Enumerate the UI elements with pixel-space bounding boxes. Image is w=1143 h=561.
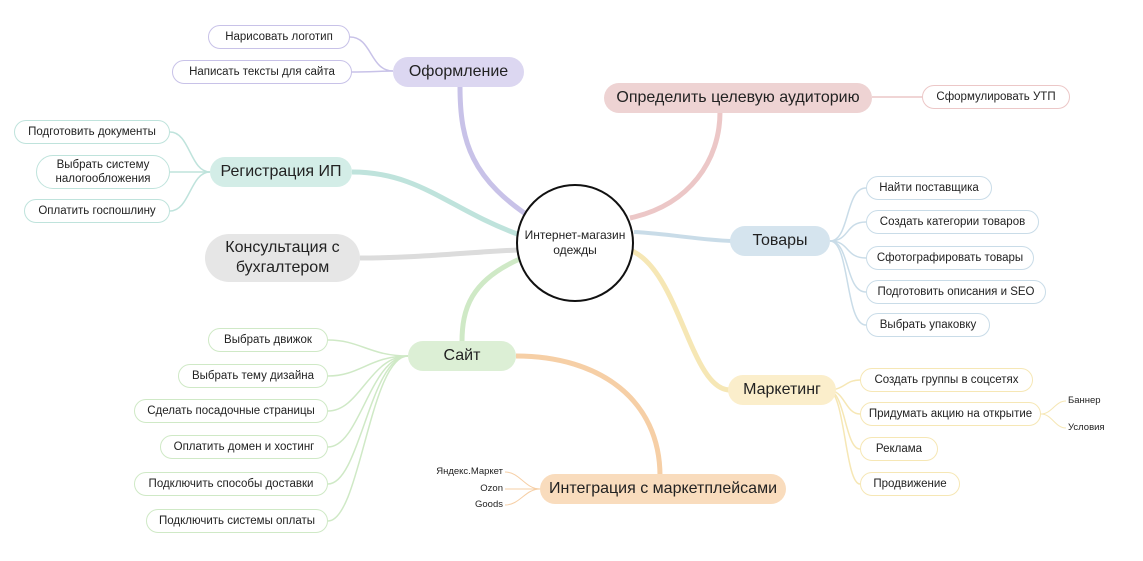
marketing-item-ads[interactable]: Реклама	[860, 437, 938, 461]
link-goods-1	[829, 187, 867, 242]
site-item-theme[interactable]: Выбрать тему дизайна	[178, 364, 328, 388]
link-marketplaces	[515, 353, 663, 477]
link-site	[459, 255, 523, 343]
leaf-label: Подключить системы оплаты	[158, 515, 316, 527]
branch-marketing-label: Маркетинг	[743, 381, 821, 398]
link-site-5	[327, 355, 409, 485]
leaf-label: Сделать посадочные страницы	[147, 405, 315, 417]
marketplace-yandex[interactable]: Яндекс.Маркет	[436, 466, 503, 477]
site-item-hosting[interactable]: Оплатить домен и хостинг	[160, 435, 328, 459]
site-item-landing[interactable]: Сделать посадочные страницы	[134, 399, 328, 423]
branch-goods-label: Товары	[752, 232, 808, 249]
leaf-label: Подготовить описания и SEO	[877, 286, 1035, 298]
link-goods-2	[829, 221, 867, 242]
link-reg-3	[169, 171, 211, 212]
design-item-logo[interactable]: Нарисовать логотип	[208, 25, 350, 49]
leaf-label: Оплатить домен и хостинг	[173, 441, 315, 453]
marketing-item-social[interactable]: Создать группы в соцсетях	[860, 368, 1033, 392]
leaf-label: Сформулировать УТП	[936, 91, 1056, 103]
leaf-label: Подготовить документы	[28, 126, 156, 138]
leaf-label: Написать тексты для сайта	[189, 66, 335, 78]
branch-accountant[interactable]: Консультация с бухгалтером	[205, 234, 360, 282]
link-audience	[629, 111, 723, 221]
site-item-engine[interactable]: Выбрать движок	[208, 328, 328, 352]
leaf-label: Создать группы в соцсетях	[874, 374, 1019, 386]
registration-item-documents[interactable]: Подготовить документы	[14, 120, 170, 144]
branch-marketplaces-label: Интеграция с маркетплейсами	[549, 480, 778, 497]
link-registration	[351, 169, 521, 238]
design-item-texts[interactable]: Написать тексты для сайта	[172, 60, 352, 84]
branch-accountant-label: Консультация с бухгалтером	[225, 239, 340, 276]
leaf-label: Нарисовать логотип	[225, 31, 333, 43]
marketplace-goods[interactable]: Goods	[475, 499, 503, 510]
leaf-label: Выбрать тему дизайна	[191, 370, 314, 382]
goods-item-categories[interactable]: Создать категории товаров	[866, 210, 1039, 234]
marketing-item-promo[interactable]: Придумать акцию на открытие	[860, 402, 1041, 426]
link-mkt-promo-2	[1040, 413, 1067, 429]
branch-goods[interactable]: Товары	[730, 226, 830, 256]
link-site-2	[327, 355, 409, 377]
site-item-delivery[interactable]: Подключить способы доставки	[134, 472, 328, 496]
audience-item-usp[interactable]: Сформулировать УТП	[922, 85, 1070, 109]
link-marketing	[628, 247, 731, 393]
link-mp-3	[504, 488, 541, 506]
branch-audience-label: Определить целевую аудиторию	[616, 89, 860, 106]
registration-item-fee[interactable]: Оплатить госпошлину	[24, 199, 170, 223]
branch-marketing[interactable]: Маркетинг	[728, 375, 836, 405]
leaf-label: Создать категории товаров	[879, 216, 1026, 228]
marketplace-ozon[interactable]: Ozon	[480, 483, 503, 494]
link-mkt-4	[827, 389, 861, 485]
link-goods-5	[829, 240, 867, 326]
link-design-2	[351, 70, 394, 73]
link-site-4	[327, 355, 409, 448]
goods-item-seo[interactable]: Подготовить описания и SEO	[866, 280, 1046, 304]
branch-audience[interactable]: Определить целевую аудиторию	[604, 83, 872, 113]
branch-registration-label: Регистрация ИП	[220, 163, 342, 180]
promo-sub-banner[interactable]: Баннер	[1068, 395, 1101, 406]
link-reg-1	[169, 131, 211, 173]
link-mp-1	[504, 471, 541, 490]
branch-registration[interactable]: Регистрация ИП	[210, 157, 352, 187]
link-design-1	[349, 36, 394, 72]
branch-design[interactable]: Оформление	[393, 57, 524, 87]
link-goods	[633, 230, 733, 243]
branch-site[interactable]: Сайт	[408, 341, 516, 371]
marketing-item-promotion[interactable]: Продвижение	[860, 472, 960, 496]
branch-site-label: Сайт	[443, 347, 481, 364]
leaf-label: Выбрать упаковку	[879, 319, 977, 331]
registration-item-tax[interactable]: Выбрать систему налогообложения	[36, 155, 170, 189]
branch-marketplaces[interactable]: Интеграция с маркетплейсами	[540, 474, 786, 504]
link-site-6	[327, 355, 409, 522]
leaf-label: Выбрать движок	[224, 334, 312, 346]
leaf-label: Реклама	[875, 443, 923, 455]
central-topic-label: Интернет-магазин одежды	[524, 228, 626, 257]
leaf-label: Выбрать систему налогообложения	[55, 159, 151, 185]
goods-item-packaging[interactable]: Выбрать упаковку	[866, 313, 990, 337]
leaf-label: Сфотографировать товары	[876, 252, 1024, 264]
leaf-label: Продвижение	[873, 478, 947, 490]
leaf-label: Найти поставщика	[879, 182, 979, 194]
promo-sub-conditions[interactable]: Условия	[1068, 422, 1105, 433]
goods-item-supplier[interactable]: Найти поставщика	[866, 176, 992, 200]
goods-item-photos[interactable]: Сфотографировать товары	[866, 246, 1034, 270]
link-design	[457, 85, 540, 225]
link-site-1	[327, 339, 409, 357]
leaf-label: Оплатить госпошлину	[38, 205, 156, 217]
central-topic[interactable]: Интернет-магазин одежды	[516, 184, 634, 302]
leaf-label: Придумать акцию на открытие	[868, 408, 1033, 420]
link-site-3	[327, 355, 409, 412]
link-mkt-promo-1	[1040, 400, 1067, 415]
branch-design-label: Оформление	[408, 63, 509, 80]
site-item-payment[interactable]: Подключить системы оплаты	[146, 509, 328, 533]
link-accountant	[359, 247, 519, 261]
leaf-label: Подключить способы доставки	[148, 478, 314, 490]
